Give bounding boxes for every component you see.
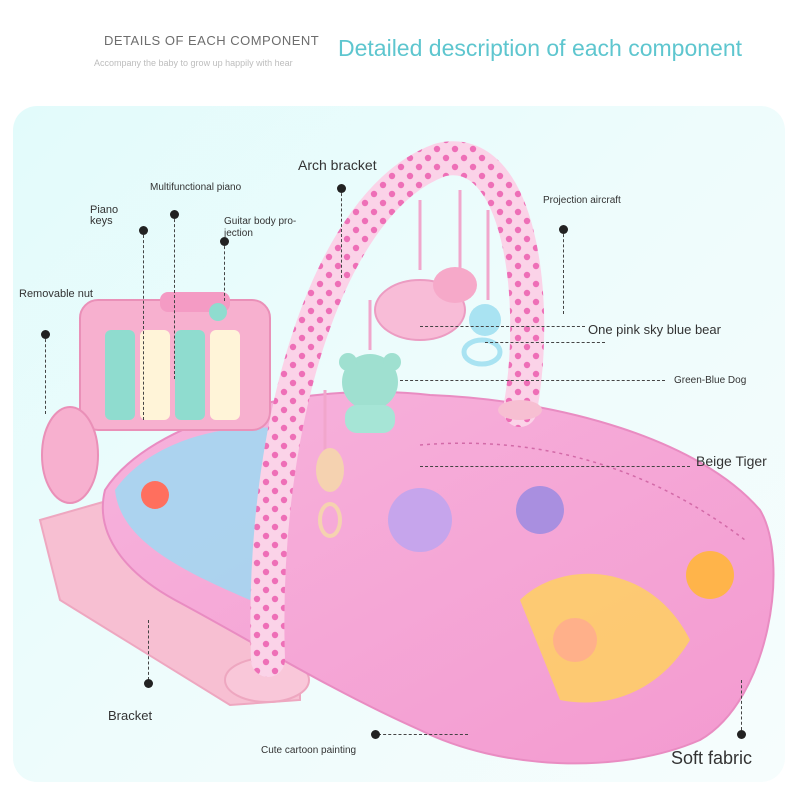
beige-tiger-toy xyxy=(316,448,344,492)
label-cute-cartoon-painting: Cute cartoon painting xyxy=(261,745,357,756)
header-title-small: DETAILS OF EACH COMPONENT xyxy=(104,33,320,48)
label-soft-fabric: Soft fabric xyxy=(671,748,753,768)
label-arch-bracket: Arch bracket xyxy=(298,157,377,173)
label-beige-tiger: Beige Tiger xyxy=(696,453,767,469)
leader-projection-aircraft xyxy=(563,229,564,314)
leader-beige-tiger xyxy=(420,466,690,467)
arch-foot-right xyxy=(498,400,542,420)
label-projection-aircraft: Projection aircraft xyxy=(543,195,621,206)
mat-dolphin xyxy=(516,486,564,534)
label-guitar-body-projection: Guitar body pro-jection xyxy=(224,216,297,239)
projection-aircraft-head xyxy=(433,267,477,303)
leader-bracket xyxy=(148,620,149,680)
removable-nut-piece xyxy=(41,406,99,504)
header-title-large: Detailed description of each component xyxy=(338,35,743,61)
dot-projection-aircraft xyxy=(559,225,568,234)
dot-bracket xyxy=(144,679,153,688)
leader-green-blue-dog xyxy=(400,380,665,381)
leader-bear-second xyxy=(485,342,605,343)
dot-piano-keys xyxy=(139,226,148,235)
mat-crab xyxy=(141,481,169,509)
guitar-projection-knob xyxy=(209,303,227,321)
mat-whale xyxy=(388,488,452,552)
dot-arch-bracket xyxy=(337,184,346,193)
green-blue-dog-toy xyxy=(342,354,398,410)
label-green-blue-dog: Green-Blue Dog xyxy=(674,375,747,386)
dot-multifunctional-piano xyxy=(170,210,179,219)
leader-pink-bear xyxy=(420,326,585,327)
label-removable-nut: Removable nut xyxy=(19,288,93,300)
piano-key-4 xyxy=(210,330,240,420)
dot-removable-nut xyxy=(41,330,50,339)
bear-teether-ring xyxy=(461,337,503,367)
piano-key-2 xyxy=(140,330,170,420)
dot-cartoon-painting xyxy=(371,730,380,739)
dot-guitar-projection xyxy=(220,237,229,246)
leader-piano-keys xyxy=(143,230,144,420)
leader-cartoon-painting xyxy=(378,734,468,735)
mat-monkey xyxy=(553,618,597,662)
leader-multifunctional-piano xyxy=(174,214,175,379)
mat-rainbow xyxy=(520,573,690,703)
piano-key-3 xyxy=(175,330,205,420)
label-pink-sky-blue-bear: One pink sky blue bear xyxy=(588,322,721,337)
label-bracket: Bracket xyxy=(108,708,153,723)
mat-lion xyxy=(686,551,734,599)
piano-key-1 xyxy=(105,330,135,420)
bear-teether xyxy=(469,304,501,336)
header-subtitle: Accompany the baby to grow up happily wi… xyxy=(94,58,293,68)
leader-guitar-projection xyxy=(224,241,225,301)
label-multifunctional-piano: Multifunctional piano xyxy=(150,182,242,193)
mat-sea-area xyxy=(115,427,290,600)
leader-removable-nut xyxy=(45,334,46,414)
dot-soft-fabric xyxy=(737,730,746,739)
leader-arch-bracket xyxy=(341,188,342,278)
arch-bracket xyxy=(250,141,545,677)
leader-soft-fabric xyxy=(741,680,742,730)
label-piano-keys: Piano keys xyxy=(90,204,119,227)
